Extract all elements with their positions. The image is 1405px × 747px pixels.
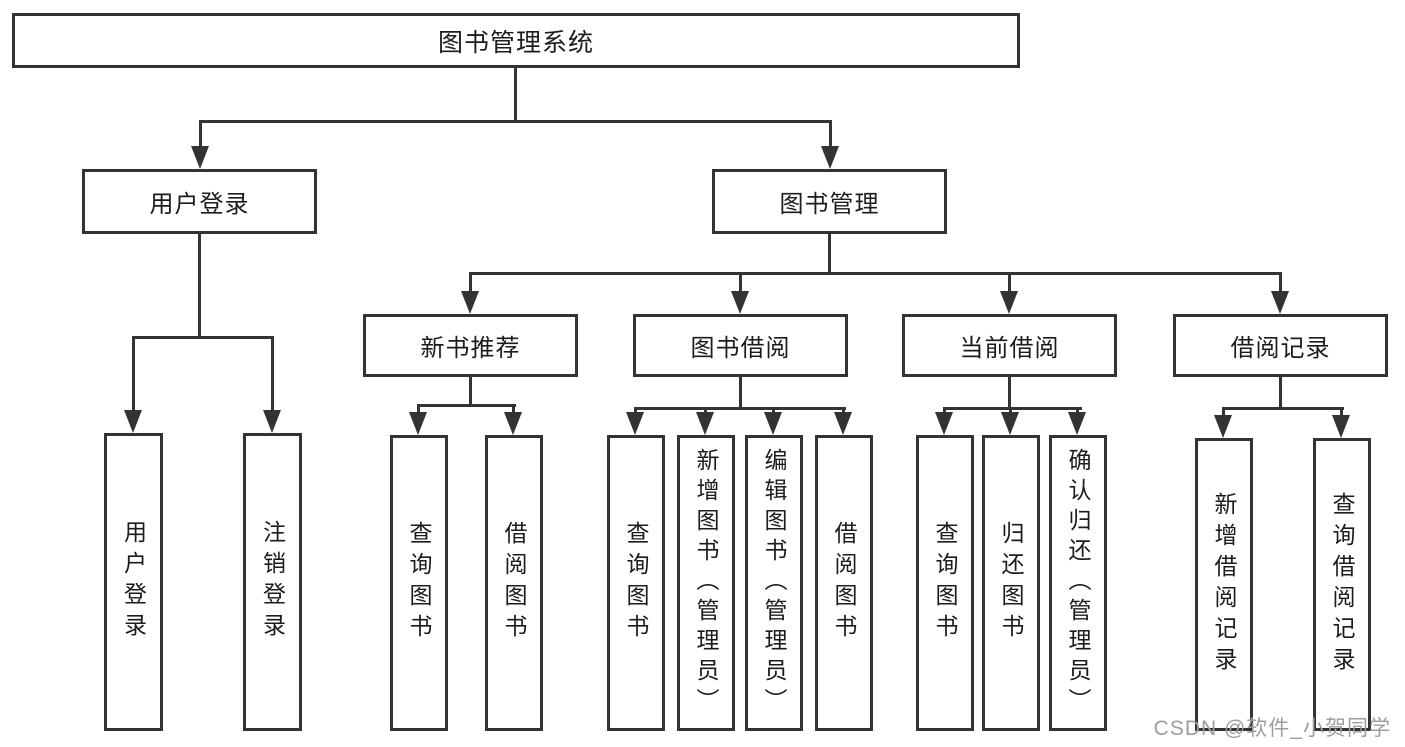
connector-stem — [1222, 407, 1225, 416]
arrow-down-icon — [1000, 291, 1018, 314]
leaf-query-borrow-record: 查询借阅记录 — [1313, 438, 1371, 731]
arrow-down-icon — [834, 412, 852, 435]
leaf-edit-book-admin: 编辑图书（管理员） — [745, 435, 803, 731]
connector-stem — [772, 407, 775, 413]
connector-stem — [1340, 407, 1343, 416]
arrow-down-icon — [409, 412, 427, 435]
connector-stem — [1279, 272, 1282, 292]
arrow-down-icon — [1068, 412, 1086, 435]
arrow-down-icon — [696, 412, 714, 435]
node-borrow-records: 借阅记录 — [1173, 314, 1388, 377]
connector-stem — [1008, 272, 1011, 292]
leaf-logout: 注销登录 — [243, 433, 302, 731]
arrow-down-icon — [1001, 412, 1019, 435]
leaf-query-book-borrowing: 查询图书 — [607, 435, 665, 731]
leaf-query-book-recommend: 查询图书 — [390, 435, 448, 731]
connector-stem — [469, 377, 472, 404]
leaf-borrow-book-recommend: 借阅图书 — [485, 435, 543, 731]
connector-stem — [1008, 377, 1011, 407]
arrow-down-icon — [124, 410, 142, 433]
arrow-down-icon — [626, 412, 644, 435]
leaf-borrow-book: 借阅图书 — [815, 435, 873, 731]
connector-stem — [739, 377, 742, 407]
connector-stem — [1009, 407, 1012, 413]
connector-stem — [199, 120, 202, 147]
arrow-down-icon — [1332, 415, 1350, 438]
node-current-borrowing: 当前借阅 — [902, 314, 1117, 377]
leaf-return-book: 归还图书 — [982, 435, 1040, 731]
node-user-login: 用户登录 — [82, 169, 317, 234]
arrow-down-icon — [764, 412, 782, 435]
leaf-add-book-admin: 新增图书（管理员） — [677, 435, 735, 731]
connector-stem — [512, 404, 515, 413]
node-book-borrowing: 图书借阅 — [633, 314, 848, 377]
arrow-down-icon — [1214, 415, 1232, 438]
arrow-down-icon — [191, 146, 209, 169]
connector-stem — [469, 272, 472, 292]
arrow-down-icon — [821, 146, 839, 169]
arrow-down-icon — [461, 291, 479, 314]
connector-stem — [943, 407, 946, 413]
arrow-down-icon — [1271, 291, 1289, 314]
node-book-management: 图书管理 — [712, 169, 947, 234]
connector-stem — [1076, 407, 1079, 413]
connector-stem — [1279, 377, 1282, 407]
leaf-user-login: 用户登录 — [104, 433, 163, 731]
connector-branch — [132, 336, 274, 339]
watermark: CSDN @软件_小贺同学 — [1153, 717, 1391, 740]
connector-stem — [828, 234, 831, 272]
connector-branch — [634, 407, 846, 410]
connector-branch — [1222, 407, 1344, 410]
arrow-down-icon — [935, 412, 953, 435]
connector-branch — [469, 272, 1282, 275]
arrow-down-icon — [731, 291, 749, 314]
connector-branch — [943, 407, 1082, 410]
connector-root-branch — [199, 120, 832, 123]
node-new-book-recommend: 新书推荐 — [363, 314, 578, 377]
connector-root-stem — [514, 68, 517, 120]
connector-stem — [132, 336, 135, 410]
connector-stem — [634, 407, 637, 413]
arrow-down-icon — [504, 412, 522, 435]
connector-stem — [704, 407, 707, 413]
connector-stem — [198, 234, 201, 336]
leaf-add-borrow-record: 新增借阅记录 — [1195, 438, 1253, 731]
arrow-down-icon — [263, 410, 281, 433]
connector-stem — [829, 120, 832, 147]
leaf-query-book-current: 查询图书 — [916, 435, 974, 731]
node-library-system: 图书管理系统 — [12, 13, 1020, 68]
connector-stem — [842, 407, 845, 413]
connector-stem — [739, 272, 742, 292]
connector-stem — [417, 404, 420, 413]
connector-branch — [417, 404, 516, 407]
connector-stem — [271, 336, 274, 410]
leaf-confirm-return-admin: 确认归还（管理员） — [1049, 435, 1107, 731]
